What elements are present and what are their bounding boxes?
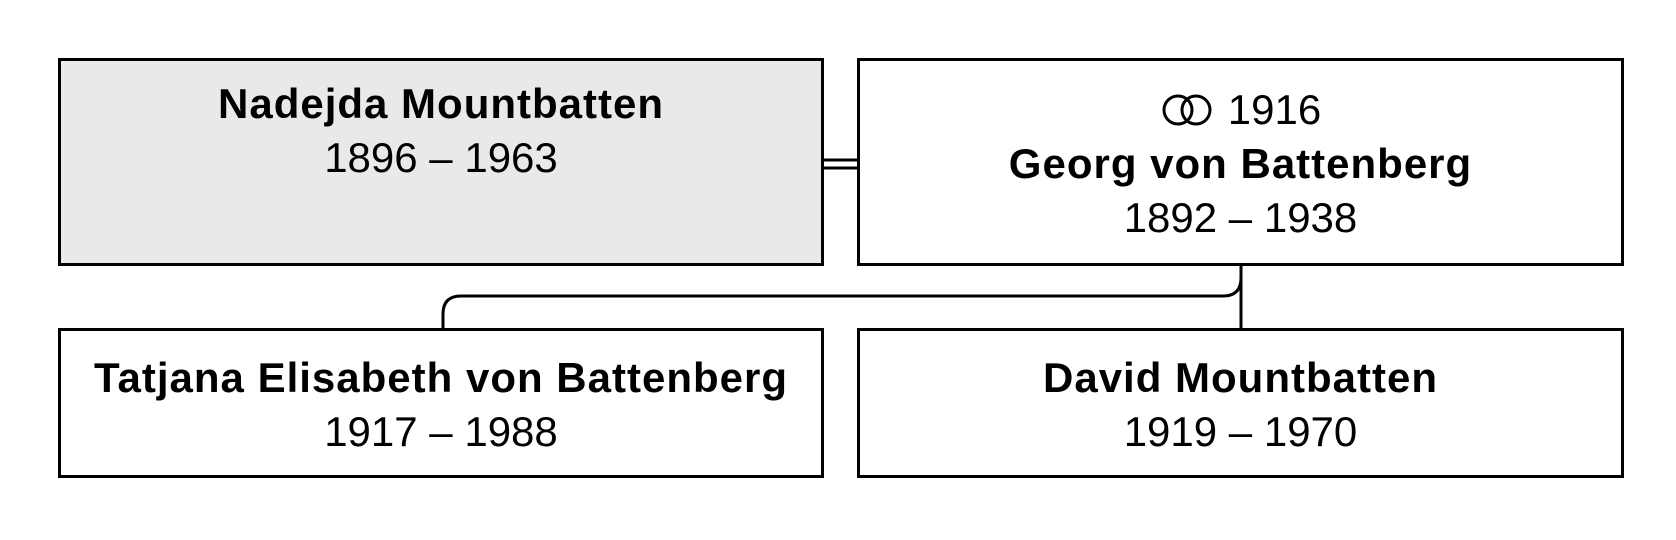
descent-line-child-1 xyxy=(441,266,1243,328)
child-card-2[interactable]: David Mountbatten 1919 – 1970 xyxy=(857,328,1624,478)
child-name: Tatjana Elisabeth von Battenberg xyxy=(93,354,788,401)
person-name: Georg von Battenberg xyxy=(1008,140,1473,187)
spouse-dates: 1896 – 1963 xyxy=(324,134,558,181)
person-card[interactable]: 1916 Georg von Battenberg 1892 – 1938 xyxy=(857,58,1624,266)
person-dates: 1892 – 1938 xyxy=(1123,194,1358,241)
child-card-1[interactable]: Tatjana Elisabeth von Battenberg 1917 – … xyxy=(58,328,824,478)
marriage-year: 1916 xyxy=(1227,86,1322,133)
child-dates: 1919 – 1970 xyxy=(1123,408,1358,455)
wedding-rings-icon xyxy=(1162,94,1212,126)
spouse-name: Nadejda Mountbatten xyxy=(218,80,664,127)
child-dates: 1917 – 1988 xyxy=(324,408,558,455)
marriage-info: 1916 xyxy=(1160,83,1321,137)
spouse-card[interactable]: Nadejda Mountbatten 1896 – 1963 xyxy=(58,58,824,266)
child-name: David Mountbatten xyxy=(1043,354,1438,401)
